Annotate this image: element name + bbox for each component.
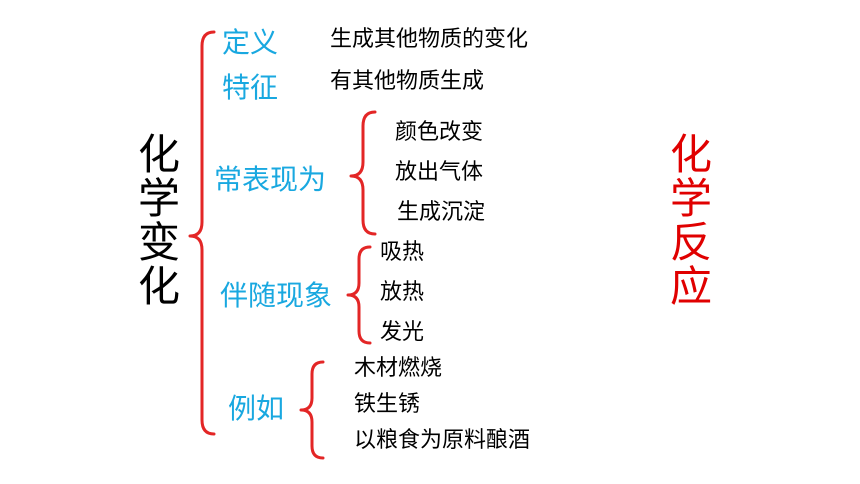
- accompany-item: 吸热: [380, 240, 425, 265]
- common-item: 放出气体: [395, 160, 484, 185]
- examples-label: 例如: [228, 392, 285, 425]
- feature-label: 特征: [222, 71, 279, 104]
- examples-item: 木材燃烧: [354, 356, 443, 381]
- definition-label: 定义: [222, 26, 279, 59]
- examples-brace: [299, 360, 325, 460]
- examples-item: 铁生锈: [354, 392, 421, 417]
- accompany-label: 伴随现象: [220, 279, 333, 312]
- common-label: 常表现为: [214, 163, 327, 196]
- main-title: 化 学 变 化: [138, 130, 181, 311]
- examples-item: 以粮食为原料酿酒: [354, 428, 531, 453]
- accompany-item: 发光: [380, 320, 425, 345]
- common-item: 生成沉淀: [397, 200, 486, 225]
- common-item: 颜色改变: [395, 120, 484, 145]
- main-brace: [188, 30, 216, 436]
- definition-text: 生成其他物质的变化: [330, 27, 529, 52]
- accompany-brace: [346, 245, 372, 345]
- common-brace: [349, 110, 377, 236]
- accompany-item: 放热: [380, 280, 425, 305]
- side-title: 化 学 反 应: [670, 130, 713, 311]
- feature-text: 有其他物质生成: [330, 69, 485, 94]
